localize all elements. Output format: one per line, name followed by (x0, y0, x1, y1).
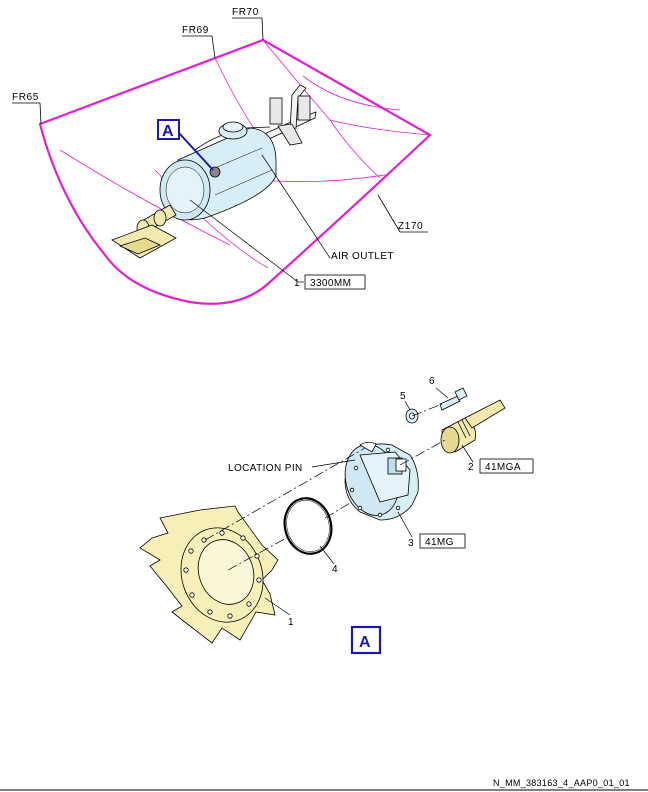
item5-number: 5 (400, 391, 406, 402)
assembly-axes (204, 403, 446, 571)
item3-code: 41MG (425, 537, 454, 548)
detail-view-a: LOCATION PIN 5 6 2 41MGA 3 41MG 4 1 A (139, 376, 534, 655)
callout-leaders-detail (264, 387, 474, 616)
item2-code: 41MGA (485, 462, 521, 473)
frame-leaders (12, 17, 428, 233)
figure-reference: N_MM_383163_4_AAP0_01_01 (493, 778, 630, 788)
o-ring (283, 497, 333, 555)
frame-label-z170: Z170 (398, 221, 423, 232)
item6-number: 6 (429, 376, 435, 387)
callout-leaders-top (189, 154, 331, 283)
air-unit-body (159, 121, 277, 221)
item4-number: 4 (332, 564, 338, 575)
frame-label-fr70: FR70 (232, 7, 259, 18)
item1-top-number: 1 (294, 278, 300, 289)
item3-code-box (419, 533, 466, 549)
view-a-marker-top-label: A (162, 123, 174, 140)
location-pin-label: LOCATION PIN (228, 463, 303, 474)
item2-number: 2 (468, 462, 474, 473)
connector (440, 399, 506, 454)
view-a-marker-top[interactable] (157, 119, 180, 140)
item2-code-box (479, 458, 534, 474)
frame-label-fr65: FR65 (12, 92, 39, 103)
zone-outline (38, 38, 432, 305)
inlet-duct (111, 204, 177, 259)
housing (344, 441, 419, 521)
view-a-leader (178, 132, 214, 171)
view-a-title: A (359, 634, 371, 651)
screw (439, 387, 468, 411)
view-a-title-box (350, 625, 382, 655)
item1-top-code-box (304, 274, 366, 290)
air-outlet-label: AIR OUTLET (331, 251, 394, 262)
item1-top-code: 3300MM (310, 278, 351, 289)
flange-ring (180, 527, 264, 623)
item3-number: 3 (408, 538, 414, 549)
frame-label-fr69: FR69 (182, 25, 209, 36)
item1-bottom-number: 1 (288, 617, 294, 628)
zone-view: FR70 FR69 FR65 Z170 (12, 7, 432, 305)
